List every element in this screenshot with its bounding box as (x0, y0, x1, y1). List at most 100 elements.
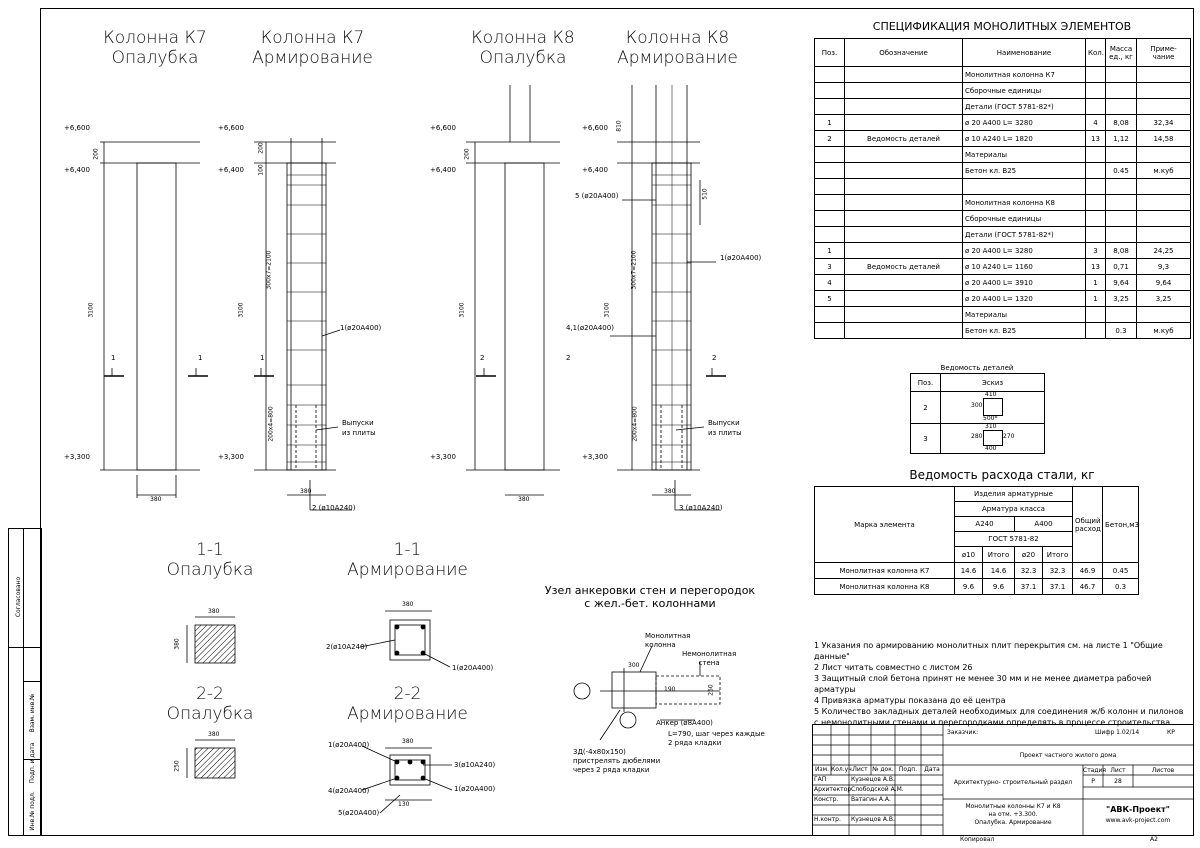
spec-cell: 9,64 (1105, 274, 1137, 291)
label-s22-pos3: 3(ø10А240) (454, 761, 496, 769)
spec-cell (1085, 98, 1106, 115)
cut-mark-1a: 1 (111, 354, 116, 362)
details-sketch-2: 410 300 500* (940, 391, 1045, 424)
steel-cell: 37.1 (1041, 578, 1074, 595)
dim-380-k8f: 380 (518, 496, 530, 503)
label-s22-pos1b: 1(ø20А400) (454, 785, 496, 793)
elev-bot-k7f: +3,300 (64, 453, 90, 461)
spec-row: Детали (ГОСТ 5781-82*) (814, 98, 1191, 115)
spec-row: Детали (ГОСТ 5781-82*) (814, 226, 1191, 243)
spec-cell (1105, 226, 1137, 243)
elev-bot-k8r: +3,300 (582, 453, 608, 461)
elev-mid-k7f: +6,400 (64, 166, 90, 174)
stamp-project: Проект частного жилого дома (1019, 752, 1117, 759)
steel-title: Ведомость расхода стали, кг (909, 468, 1095, 482)
stamp-col-kol: Кол.уч. (831, 766, 854, 773)
steel-h-a240: А240 (954, 516, 1015, 532)
dim-190-node: 190 (664, 686, 676, 693)
spec-cell: Ведомость деталей (844, 258, 963, 275)
spec-cell: 1,12 (1105, 130, 1137, 147)
spec-cell (814, 178, 845, 195)
spec-cell: 1 (814, 242, 845, 259)
spec-table: Поз. Обозначение Наименование Кол. Масса… (814, 38, 1191, 339)
cut-mark-1b: 1 (198, 354, 203, 362)
spec-cell: ø 10 А240 L= 1820 (962, 130, 1086, 147)
steel-h-concrete: Бетон,м3 (1102, 486, 1140, 563)
steel-sub-d20: ø20 (1014, 546, 1043, 563)
spec-cell: Детали (ГОСТ 5781-82*) (962, 98, 1086, 115)
label-s11-pos1: 1(ø20А400) (452, 664, 494, 672)
stamp-role: Н.контр. (814, 816, 841, 823)
steel-h-class: Арматура класса (953, 501, 1074, 517)
spec-cell (844, 114, 963, 131)
spec-cell: 13 (1085, 258, 1106, 275)
spec-cell: м.куб (1136, 162, 1191, 179)
spec-cell: 4 (1085, 114, 1106, 131)
dim-380-s11f: 380 (208, 608, 220, 615)
spec-h-des: Обозначение (844, 38, 963, 67)
spec-cell (844, 194, 963, 211)
spec-row (814, 178, 1191, 195)
dim-3100-k7r: 3100 (237, 302, 245, 318)
spec-cell: 13 (1085, 130, 1106, 147)
steel-cell: 37.1 (1014, 578, 1043, 595)
title-block-grid (813, 725, 1193, 835)
elev-bot-k8f: +3,300 (430, 453, 456, 461)
steel-h-mark: Марка элемента (814, 486, 955, 563)
dim-800-k8r: 200х4=800 (631, 406, 639, 442)
elev-top-k7f: +6,600 (64, 124, 90, 132)
steel-cell: 46.7 (1072, 578, 1104, 595)
general-notes: 1 Указания по армированию монолитных пли… (814, 640, 1184, 728)
dim-100-k7r: 100 (257, 164, 265, 176)
dim-3100-k8r: 3100 (603, 302, 611, 318)
note-line: 2 Лист читать совместно с листом 26 (814, 663, 973, 672)
spec-cell: 9,3 (1136, 258, 1191, 275)
spec-cell (1105, 194, 1137, 211)
spec-cell (814, 146, 845, 163)
spec-cell (1085, 210, 1106, 227)
spec-cell (844, 322, 963, 339)
spec-cell: 3 (1085, 242, 1106, 259)
elev-mid-k8f: +6,400 (430, 166, 456, 174)
dim-3100-k8f: 3100 (458, 302, 466, 318)
stamp-format: А2 (1150, 836, 1158, 843)
k8-reinf-outline (651, 162, 692, 471)
stamp-role: Констр. (814, 796, 839, 803)
stamp-col-doc: № док. (872, 766, 894, 773)
spec-cell (844, 98, 963, 115)
stamp-customer: Заказчик: (947, 729, 979, 736)
dim-510-k8r: 510 (701, 188, 709, 200)
dim-200-k7r: 200 (257, 142, 265, 154)
spec-cell: 24,25 (1136, 242, 1191, 259)
details-h-sketch: Эскиз (940, 373, 1045, 392)
spec-cell: Материалы (962, 306, 1086, 323)
spec-cell: 32,34 (1136, 114, 1191, 131)
spec-cell (814, 82, 845, 99)
steel-cell: Монолитная колонна К8 (814, 578, 955, 595)
spec-cell (1136, 178, 1191, 195)
spec-cell (1085, 66, 1106, 83)
spec-cell (1136, 146, 1191, 163)
spec-cell (1136, 226, 1191, 243)
spec-cell (814, 98, 845, 115)
drawing-frame (40, 8, 1194, 836)
spec-cell: ø 20 А400 L= 3280 (962, 114, 1086, 131)
stamp-stage: Р (1091, 778, 1095, 785)
spec-cell (814, 322, 845, 339)
stamp-copied: Копировал (960, 836, 995, 843)
spec-cell: Монолитная колонна К8 (962, 194, 1086, 211)
spec-cell: 14,58 (1136, 130, 1191, 147)
spec-cell (1136, 194, 1191, 211)
cut-mark-1c: 1 (260, 354, 265, 362)
spec-row: Материалы (814, 146, 1191, 163)
